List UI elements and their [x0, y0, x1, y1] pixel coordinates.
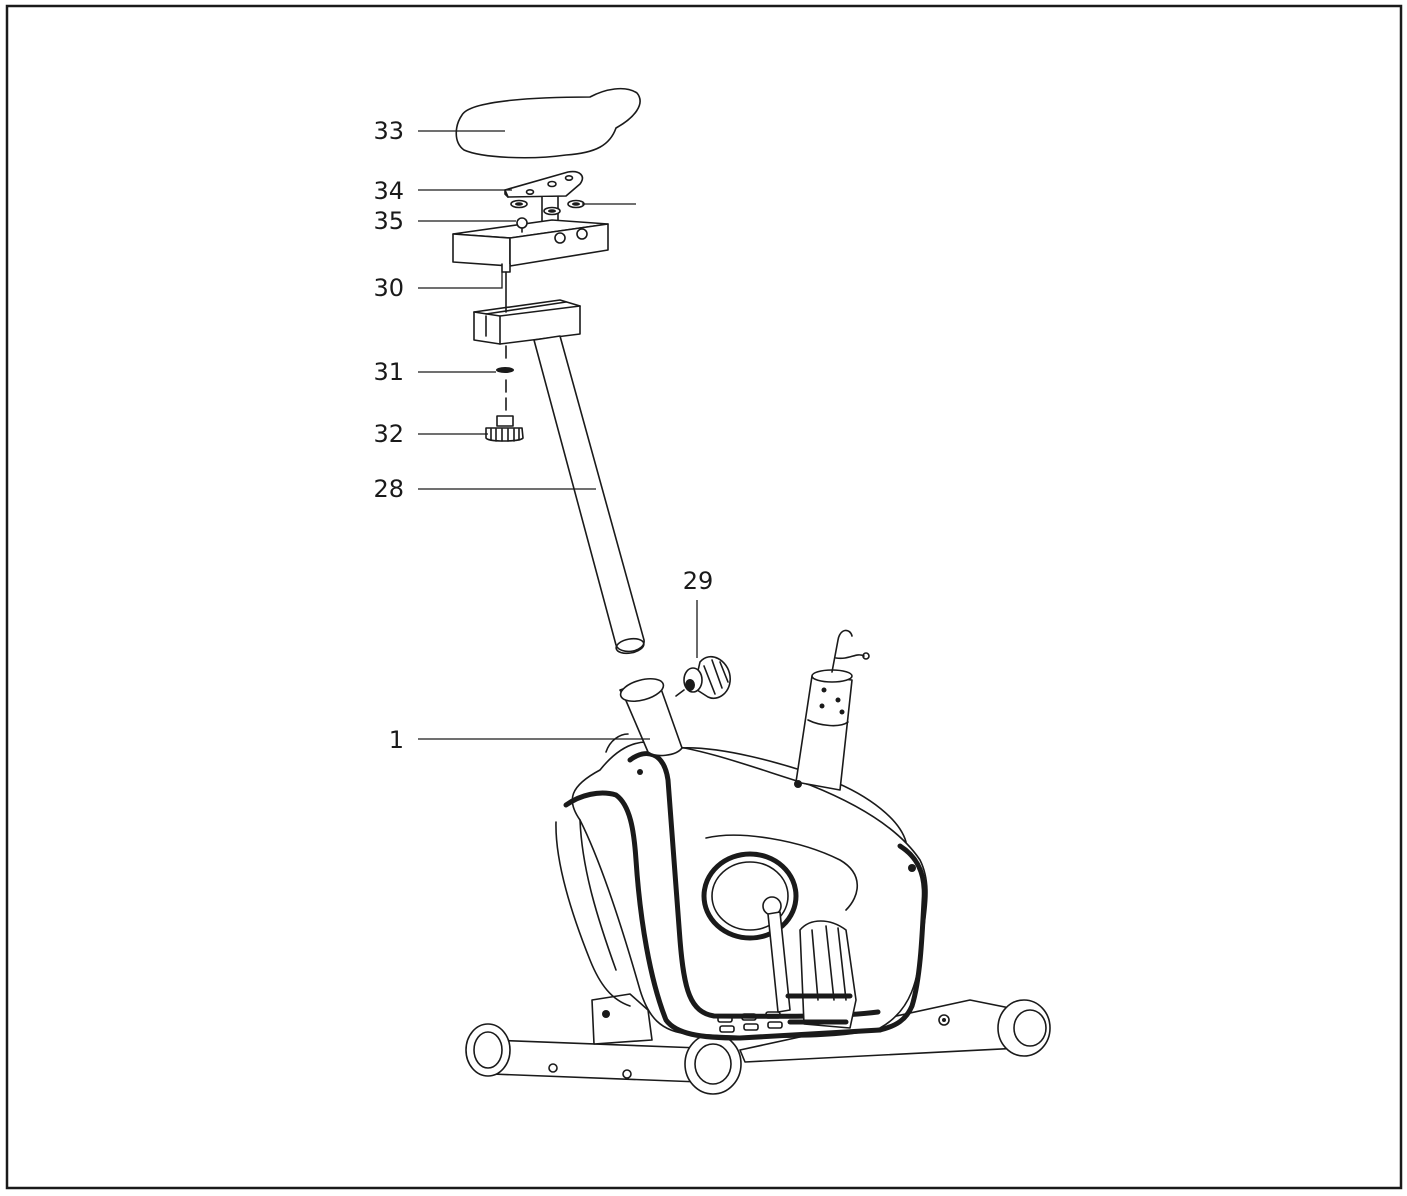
callout-29: 29: [683, 567, 714, 595]
part-35-seat-slider: [452, 217, 609, 273]
part-28-seat-post: [533, 335, 645, 655]
part-32-knob: [485, 415, 524, 442]
callout-28: 28: [373, 475, 404, 503]
callout-labels: 33 34 35 30 31 32 28 29 1: [373, 117, 713, 754]
part-34-seat-plate: [504, 170, 585, 225]
callout-30: 30: [373, 274, 404, 302]
part-29-adjustment-knob: [675, 656, 731, 699]
callout-32: 32: [373, 420, 404, 448]
diagram-frame: [5, 4, 1403, 1190]
leader-30: [418, 272, 503, 289]
callout-35: 35: [373, 207, 404, 235]
callout-1: 1: [389, 726, 404, 754]
callout-33: 33: [373, 117, 404, 145]
part-1-main-frame: [465, 629, 1051, 1095]
seat-post-bracket: [473, 299, 581, 345]
part-33-saddle: [455, 87, 641, 159]
part-31-washer: [496, 367, 514, 373]
callout-31: 31: [373, 358, 404, 386]
leader-lines: [418, 130, 698, 740]
callout-34: 34: [373, 177, 404, 205]
